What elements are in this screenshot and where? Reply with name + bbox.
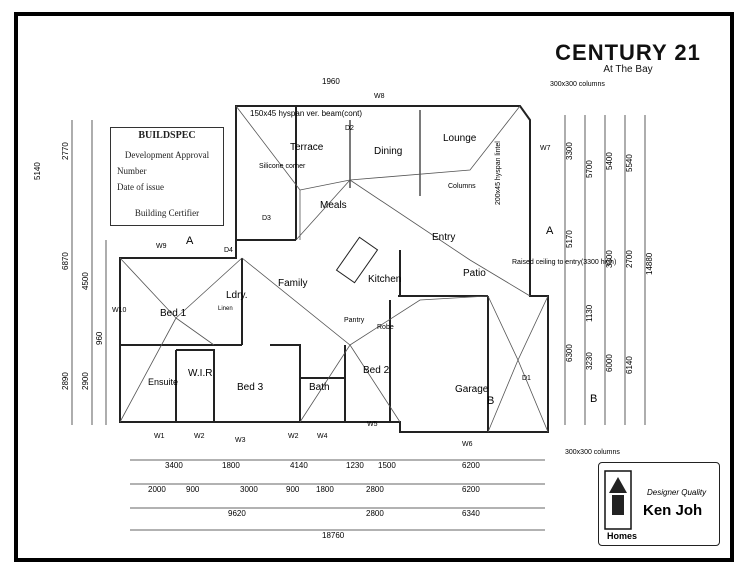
room-family: Family: [278, 278, 307, 289]
section-b-left: B: [487, 395, 494, 407]
tag-w3: W3: [235, 437, 246, 444]
note-col300-bot: 300x300 columns: [565, 449, 620, 456]
tag-w4: W4: [317, 433, 328, 440]
dim-right-0: 3300: [565, 142, 574, 160]
section-a-left: A: [186, 235, 194, 247]
stamp-certifier: Building Certifier: [134, 208, 200, 218]
note-beam: 150x45 hyspan ver. beam(cont): [250, 109, 362, 118]
dim-b1-3: 1230: [346, 461, 364, 470]
dim-right-6: 2700: [625, 250, 634, 268]
dim-b3-1: 2800: [366, 509, 384, 518]
room-patio: Patio: [463, 268, 486, 279]
dim-b2-0: 2000: [148, 485, 166, 494]
stamp-date: Date of issue: [117, 182, 164, 192]
dim-left-2: 6870: [61, 252, 70, 270]
dim-b1-5: 6200: [462, 461, 480, 470]
badge-tagline: Designer Quality: [647, 488, 707, 497]
outer-wall: [119, 105, 549, 433]
century21-logo: CENTURY 21 At The Bay: [553, 40, 703, 75]
dim-right-10: 6300: [565, 344, 574, 362]
dim-right-5: 3300: [605, 250, 614, 268]
tag-w7: W7: [540, 145, 551, 152]
dim-right-7: 14880: [645, 252, 654, 275]
dim-b3-2: 6340: [462, 509, 480, 518]
dim-right-1: 5700: [585, 160, 594, 178]
stamp-line1: Development Approval: [124, 150, 210, 160]
dim-left-3: 4500: [81, 272, 90, 290]
badge-name: Ken Joh: [643, 502, 702, 519]
tag-w8: W8: [374, 93, 385, 100]
note-silicone: Silicone corner: [259, 163, 306, 170]
note-lintel: 200x45 hyspan lintel: [495, 141, 502, 205]
room-ensuite: Ensuite: [148, 377, 178, 387]
dim-left-4: 960: [95, 331, 104, 345]
tag-d2: D2: [345, 125, 354, 132]
note-col300-top: 300x300 columns: [550, 81, 605, 88]
room-dining: Dining: [374, 146, 402, 157]
room-meals: Meals: [320, 200, 347, 211]
dim-total: 18760: [322, 531, 345, 540]
approval-stamp: BUILDSPEC Development Approval Number Da…: [110, 127, 224, 226]
tag-d1: D1: [522, 375, 531, 382]
dim-b1-4: 1500: [378, 461, 396, 470]
room-kitchen: Kitchen: [368, 274, 401, 285]
brand-name: CENTURY 21: [555, 40, 701, 65]
dim-b2-5: 2800: [366, 485, 384, 494]
note-columns: Columns: [448, 183, 476, 190]
tag-w2b: W2: [288, 433, 299, 440]
dim-b2-6: 6200: [462, 485, 480, 494]
room-pantry: Pantry: [344, 317, 365, 324]
tag-w5: W5: [367, 421, 378, 428]
tag-w2: W2: [194, 433, 205, 440]
dim-left-0: 2770: [61, 142, 70, 160]
room-terrace: Terrace: [290, 142, 324, 153]
dim-right-8: 1130: [585, 304, 594, 322]
tag-w1: W1: [154, 433, 165, 440]
dim-b1-1: 1800: [222, 461, 240, 470]
room-lounge: Lounge: [443, 133, 477, 144]
tag-w10: W10: [112, 307, 127, 314]
room-bed3: Bed 3: [237, 382, 264, 393]
tag-d4: D4: [224, 247, 233, 254]
room-wir: W.I.R: [188, 368, 212, 379]
dim-right-11: 6000: [605, 354, 614, 372]
room-bed1: Bed 1: [160, 308, 187, 319]
section-b-right: B: [590, 393, 597, 405]
room-garage: Garage: [455, 384, 489, 395]
room-entry: Entry: [432, 232, 455, 243]
dim-left-6: 2890: [61, 372, 70, 390]
room-bath: Bath: [309, 382, 330, 393]
note-raised: Raised ceiling to entry(3300 high): [512, 259, 616, 266]
room-robe: Robe: [377, 324, 394, 331]
dim-b2-1: 900: [186, 485, 200, 494]
brand-subtitle: At The Bay: [603, 64, 653, 75]
tag-w6: W6: [462, 441, 473, 448]
dim-left-5: 2900: [81, 372, 90, 390]
dim-right-3: 5540: [625, 154, 634, 172]
room-ldry: Ldry.: [226, 290, 248, 301]
dim-right-12: 6140: [625, 356, 634, 374]
dim-b1-0: 3400: [165, 461, 183, 470]
dim-b1-2: 4140: [290, 461, 308, 470]
dim-right-9: 3230: [585, 352, 594, 370]
homes-badge: Homes Designer Quality Ken Joh: [598, 462, 720, 546]
dim-b2-4: 1800: [316, 485, 334, 494]
section-a-right: A: [546, 225, 554, 237]
dim-b2-2: 3000: [240, 485, 258, 494]
dim-right-2: 5400: [605, 152, 614, 170]
dim-right-4: 5170: [565, 230, 574, 248]
dim-b3-0: 9620: [228, 509, 246, 518]
stamp-title: BUILDSPEC: [138, 130, 196, 141]
room-linen: Linen: [218, 306, 233, 312]
tag-d3: D3: [262, 215, 271, 222]
badge-homes: Homes: [607, 531, 637, 541]
dim-b2-3: 900: [286, 485, 300, 494]
room-bed2: Bed 2: [363, 365, 390, 376]
dim-left-1: 5140: [33, 162, 42, 180]
dim-top: 1960: [322, 77, 340, 86]
stamp-number: Number: [117, 166, 147, 176]
tag-w9: W9: [156, 243, 167, 250]
